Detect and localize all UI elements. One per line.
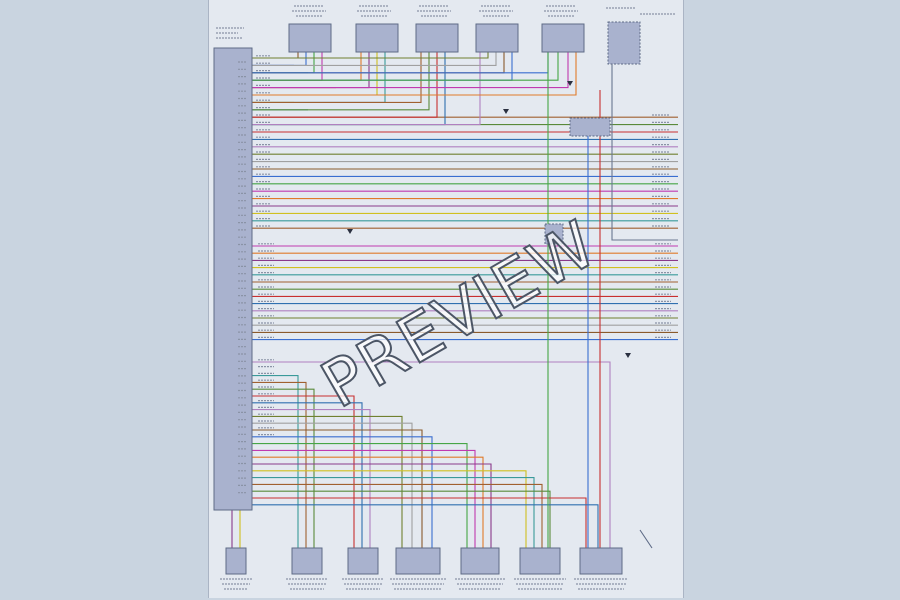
wire-to-bottom-connector [252,443,468,548]
splice-arrow [567,81,573,86]
top-connector-3 [415,23,459,53]
top-connector-2 [355,23,399,53]
top-right-sensor [607,21,641,65]
wire-to-bottom-connector [252,361,611,548]
wire-to-bottom-connector [252,402,363,548]
ground-stub [639,529,653,549]
splice-arrow [347,229,353,234]
wire-to-bottom-connector [252,470,527,548]
bottom-connector-4 [395,547,441,575]
wire-to-top-connector [252,52,430,111]
wire-vertical-gray [611,64,678,241]
wire-to-top-connector [252,52,422,103]
splice-arrow [503,109,509,114]
label-group [216,5,676,590]
wire-to-bottom-connector [252,409,371,548]
wire-to-bottom-connector [252,436,433,548]
wire-to-top-connector [252,52,505,74]
wire-to-bottom-connector [252,422,413,548]
wire-to-bottom-connector [252,429,423,548]
bottom-connector-3 [347,547,379,575]
wire-to-bottom-connector [252,483,543,548]
wire-to-top-connector [252,52,559,81]
bottom-connector-2 [291,547,323,575]
wire-to-bottom-connector [252,477,535,548]
wire-to-top-connector [252,52,513,81]
bottom-connector-5 [460,547,500,575]
bottom-connector-6 [519,547,561,575]
wire-to-top-connector [252,52,299,59]
wire-to-top-connector [252,52,438,118]
top-connector-5 [541,23,585,53]
main-module [213,47,253,511]
wire-to-bottom-connector [252,449,476,548]
mid-splice [544,223,564,245]
wire-to-bottom-connector [252,375,299,548]
wire-to-top-connector [252,52,315,74]
bottom-connector-7 [579,547,623,575]
wire-to-bottom-connector [252,381,307,548]
bottom-connector-1 [225,547,247,575]
wire-to-bottom-connector [252,497,587,548]
wire-to-top-connector [252,52,446,126]
wire-to-bottom-connector [252,490,551,548]
top-connector-1 [288,23,332,53]
wire-to-bottom-connector [252,395,355,548]
wire-to-top-connector [252,52,577,96]
wire-to-bottom-connector [252,415,403,548]
wire-to-top-connector [252,52,569,89]
module-group [213,21,641,575]
wire-to-bottom-connector [252,388,315,548]
wire-to-bottom-connector [252,456,484,548]
junction-block [569,117,611,137]
wire-to-bottom-connector [252,463,492,548]
wire-to-bottom-connector [252,504,599,548]
splice-arrow [625,353,631,358]
wire-to-top-connector [252,52,497,66]
wire-to-top-connector [252,52,481,126]
wire-to-top-connector [252,52,370,89]
wire-group [231,52,678,549]
top-connector-4 [475,23,519,53]
wire-to-top-connector [252,52,489,59]
